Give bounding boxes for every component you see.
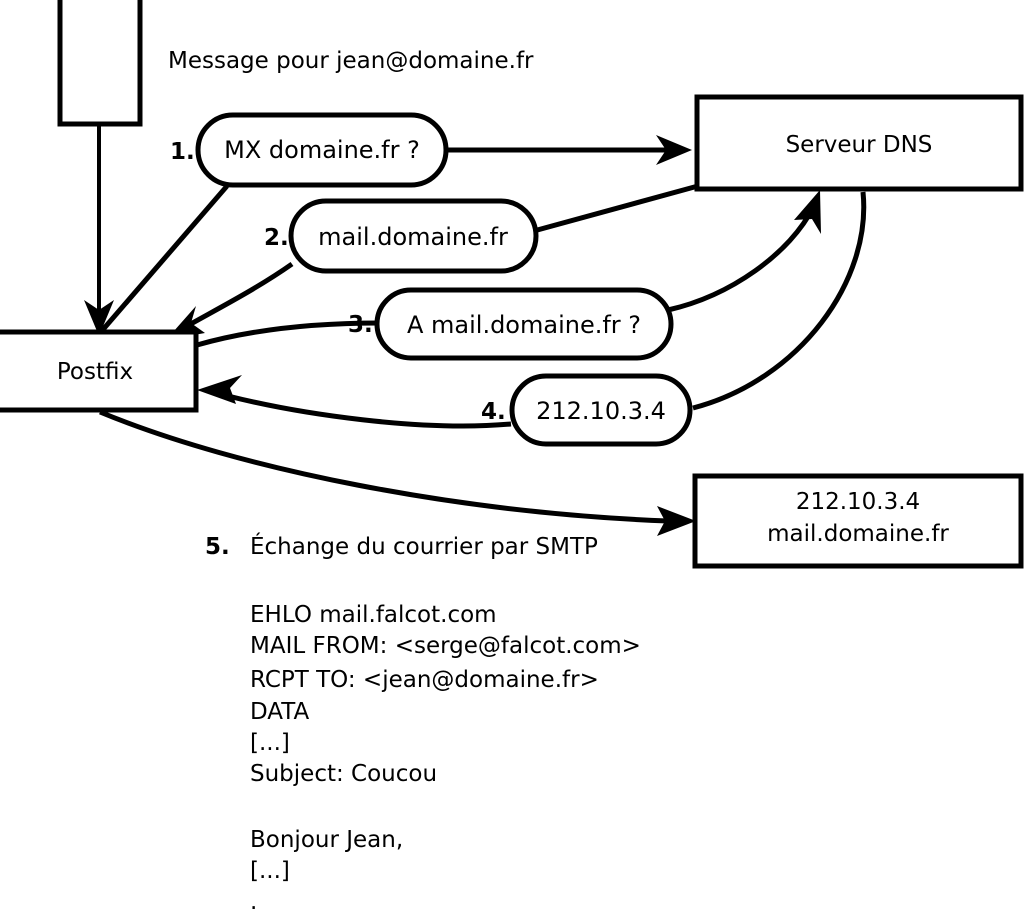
bubble-step-4 — [509, 373, 693, 447]
node-mail-server-ip: 212.10.3.4 — [796, 489, 920, 515]
connector-step3-to-dns — [667, 190, 821, 313]
smtp-line-6: Subject: Coucou — [250, 761, 437, 787]
step-5-label: Échange du courrier par SMTP — [250, 532, 598, 560]
connector-dns-to-step2 — [529, 183, 699, 235]
connector-dns-to-step4 — [692, 191, 867, 411]
smtp-line-2: MAIL FROM: <serge@falcot.com> — [250, 633, 641, 659]
smtp-line-1: EHLO mail.falcot.com — [250, 602, 497, 628]
node-dns-server — [694, 94, 1024, 192]
smtp-line-10: . — [250, 889, 257, 915]
step-5-number: 5. — [205, 534, 230, 560]
node-postfix-label: Postfix — [57, 359, 133, 385]
connector-step1-to-postfix — [98, 184, 229, 335]
node-mail-server-host: mail.domaine.fr — [767, 521, 949, 547]
step-3-number: 3. — [348, 312, 373, 338]
bubble-step-4-label: 212.10.3.4 — [536, 397, 666, 425]
step-4-number: 4. — [481, 399, 506, 425]
connector-step1-to-dns — [447, 135, 692, 165]
smtp-line-3: RCPT TO: <jean@domaine.fr> — [250, 667, 599, 693]
step-2-number: 2. — [264, 225, 289, 251]
bubble-step-3-label: A mail.domaine.fr ? — [407, 311, 641, 339]
bubble-step-2 — [288, 198, 539, 274]
smtp-line-5: [...] — [250, 730, 290, 756]
connector-client-to-postfix — [84, 124, 114, 336]
step-1-number: 1. — [170, 139, 195, 165]
smtp-line-8: Bonjour Jean, — [250, 827, 403, 853]
connector-postfix-to-step3 — [196, 320, 381, 348]
node-postfix — [0, 329, 199, 413]
bubble-step-1-label: MX domaine.fr ? — [224, 136, 420, 164]
smtp-line-4: DATA — [250, 699, 310, 725]
bubble-step-2-label: mail.domaine.fr — [318, 223, 508, 251]
node-dns-server-label: Serveur DNS — [786, 132, 933, 158]
connector-step4-to-postfix — [197, 375, 512, 429]
node-client — [57, 0, 143, 127]
connector-postfix-to-mailserver — [99, 409, 696, 536]
smtp-line-9: [...] — [250, 858, 290, 884]
message-title: Message pour jean@domaine.fr — [168, 48, 534, 74]
bubble-step-3 — [374, 287, 674, 361]
node-mail-server — [692, 473, 1024, 569]
bubble-step-1 — [195, 112, 449, 188]
